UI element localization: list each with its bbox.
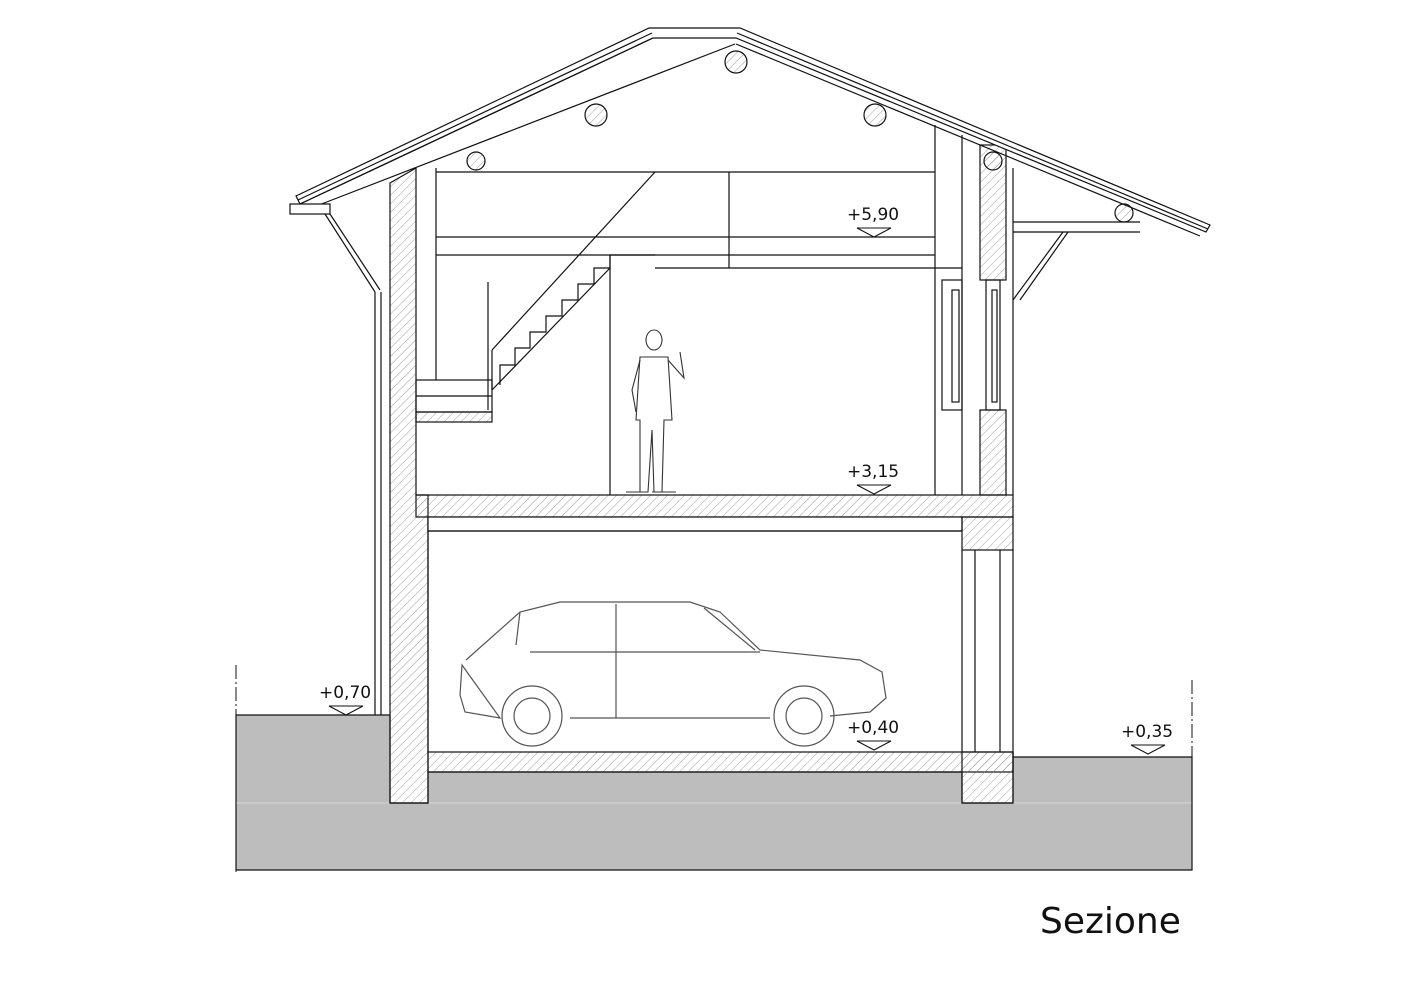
level-label-0-40: +0,40 (847, 718, 899, 738)
level-markers (328, 227, 1166, 755)
drawing-title: Sezione (1040, 901, 1181, 942)
purlins (466, 50, 1134, 223)
level-label-3-15: +3,15 (847, 462, 899, 482)
loft-floor (435, 168, 962, 380)
staircase (415, 171, 656, 495)
car-figure (459, 601, 887, 747)
right-wall-upper (934, 125, 1007, 496)
garage-slab (427, 751, 1014, 804)
level-label-5-90: +5,90 (847, 205, 899, 225)
level-label-0-70: +0,70 (319, 683, 371, 703)
person-figure (626, 329, 685, 493)
right-wall-lower (961, 550, 1014, 757)
floor-slab (415, 494, 1014, 551)
left-wall (389, 166, 429, 804)
roof (289, 27, 1211, 715)
level-label-0-35: +0,35 (1121, 722, 1173, 742)
